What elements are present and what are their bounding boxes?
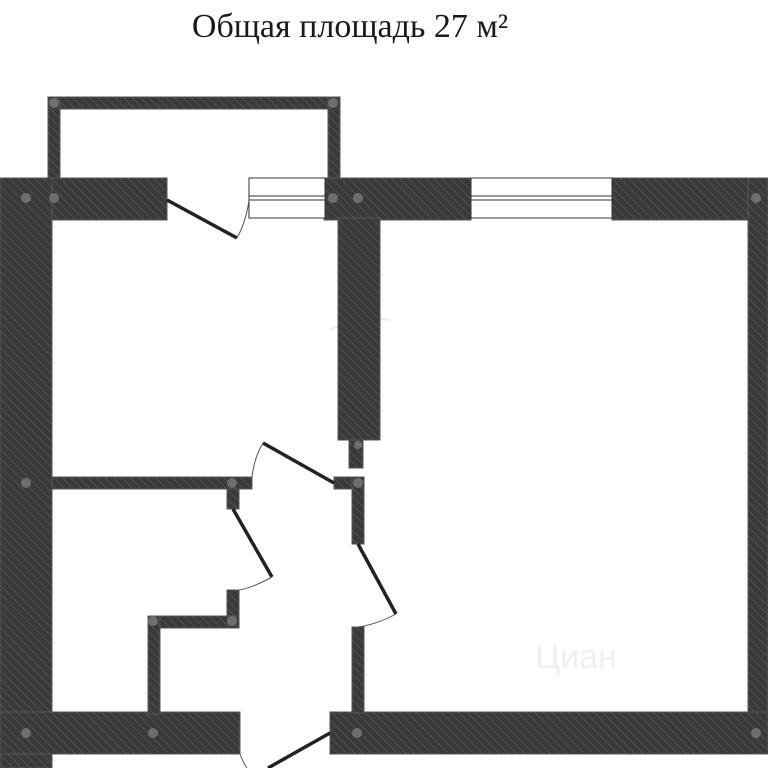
door-balcony <box>166 198 250 240</box>
door-bathroom <box>231 508 274 591</box>
door-entrance <box>239 731 331 768</box>
door-kitchen-hall <box>251 441 335 485</box>
watermark: Циан <box>329 317 617 676</box>
total-area-title: Общая площадь 27 м² <box>191 8 509 45</box>
column-markers <box>21 98 761 738</box>
exterior-walls <box>0 177 768 768</box>
window-balcony <box>248 177 326 219</box>
window-living-room <box>470 177 613 219</box>
balcony <box>47 96 341 180</box>
svg-text:Циан: Циан <box>535 638 617 676</box>
door-living-room <box>356 543 398 628</box>
interior-walls <box>51 217 381 715</box>
